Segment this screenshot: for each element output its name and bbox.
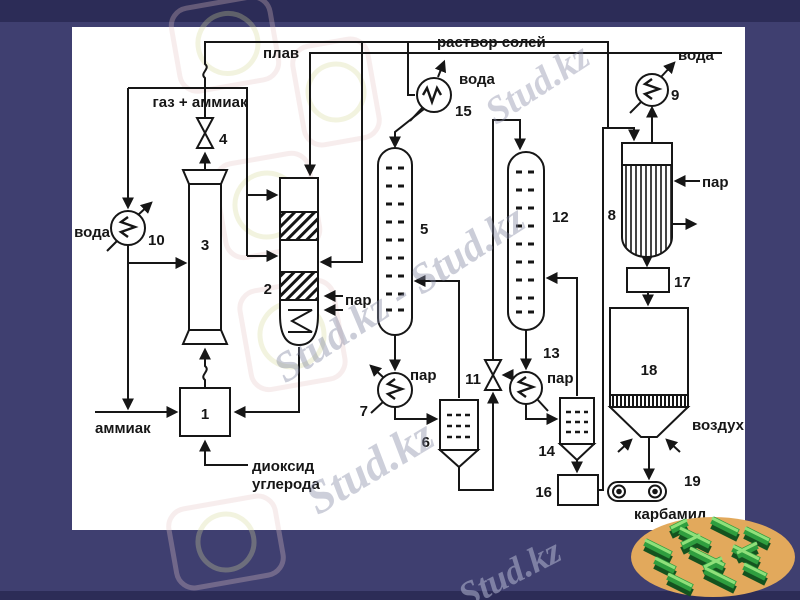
evaporator-8 <box>621 142 673 258</box>
number-8: 8 <box>608 207 616 224</box>
maze-logo <box>631 516 795 597</box>
conveyor-19 <box>607 481 667 502</box>
valve-11-icon <box>483 359 503 391</box>
granulation-tower-18 <box>607 307 691 438</box>
heater-7 <box>377 372 413 408</box>
condenser-9 <box>635 73 669 107</box>
number-15: 15 <box>455 103 472 120</box>
label-steam-7: пар <box>410 367 437 384</box>
heater-13 <box>509 371 543 405</box>
collector-16 <box>557 474 599 506</box>
valve-4-icon <box>195 117 215 149</box>
separator-6 <box>437 399 481 469</box>
number-14: 14 <box>538 443 555 460</box>
equipment-numbers: 1 2 3 4 5 6 7 8 9 10 11 12 13 14 15 16 1… <box>148 87 701 501</box>
label-water-top: вода <box>459 71 496 88</box>
distillation-column-5 <box>377 147 413 336</box>
stream-labels: плав раствор солей вода вода вода газ + … <box>74 34 745 523</box>
label-salt-solution: раствор солей <box>437 34 546 51</box>
label-water-right: вода <box>678 47 715 64</box>
mixer-reactor-1 <box>179 387 231 437</box>
melt-tank-17 <box>626 267 670 293</box>
number-11: 11 <box>465 371 481 388</box>
label-urea: карбамид <box>634 506 707 523</box>
label-steam-2: пар <box>345 292 372 309</box>
number-12: 12 <box>552 209 569 226</box>
number-13: 13 <box>543 345 560 362</box>
distillation-column-12 <box>507 151 545 331</box>
top-band <box>0 0 800 22</box>
separator-14 <box>557 397 597 462</box>
label-air: воздух <box>692 417 745 434</box>
label-steam-8: пар <box>702 174 729 191</box>
label-water-left: вода <box>74 224 111 241</box>
rectification-column-2 <box>279 177 319 347</box>
number-6: 6 <box>422 434 430 451</box>
number-4: 4 <box>219 131 228 148</box>
number-5: 5 <box>420 221 428 238</box>
synthesis-column-3 <box>181 169 229 345</box>
bottom-band <box>0 591 800 600</box>
number-19: 19 <box>684 473 701 490</box>
number-2: 2 <box>264 281 272 298</box>
label-co2-line2: углерода <box>252 476 321 493</box>
number-17: 17 <box>674 274 691 291</box>
number-18: 18 <box>641 362 658 379</box>
condenser-15 <box>416 77 452 113</box>
label-co2-line1: диоксид <box>252 458 315 475</box>
label-steam-13: пар <box>547 370 574 387</box>
number-9: 9 <box>671 87 679 104</box>
number-3: 3 <box>201 237 209 254</box>
number-7: 7 <box>360 403 368 420</box>
label-melt: плав <box>263 45 299 62</box>
label-gas-ammonia: газ + аммиак <box>153 94 248 111</box>
flow-lines <box>95 41 722 491</box>
number-1: 1 <box>201 406 209 423</box>
number-10: 10 <box>148 232 165 249</box>
label-ammonia: аммиак <box>95 420 151 437</box>
condenser-10 <box>110 210 146 246</box>
number-16: 16 <box>535 484 552 501</box>
